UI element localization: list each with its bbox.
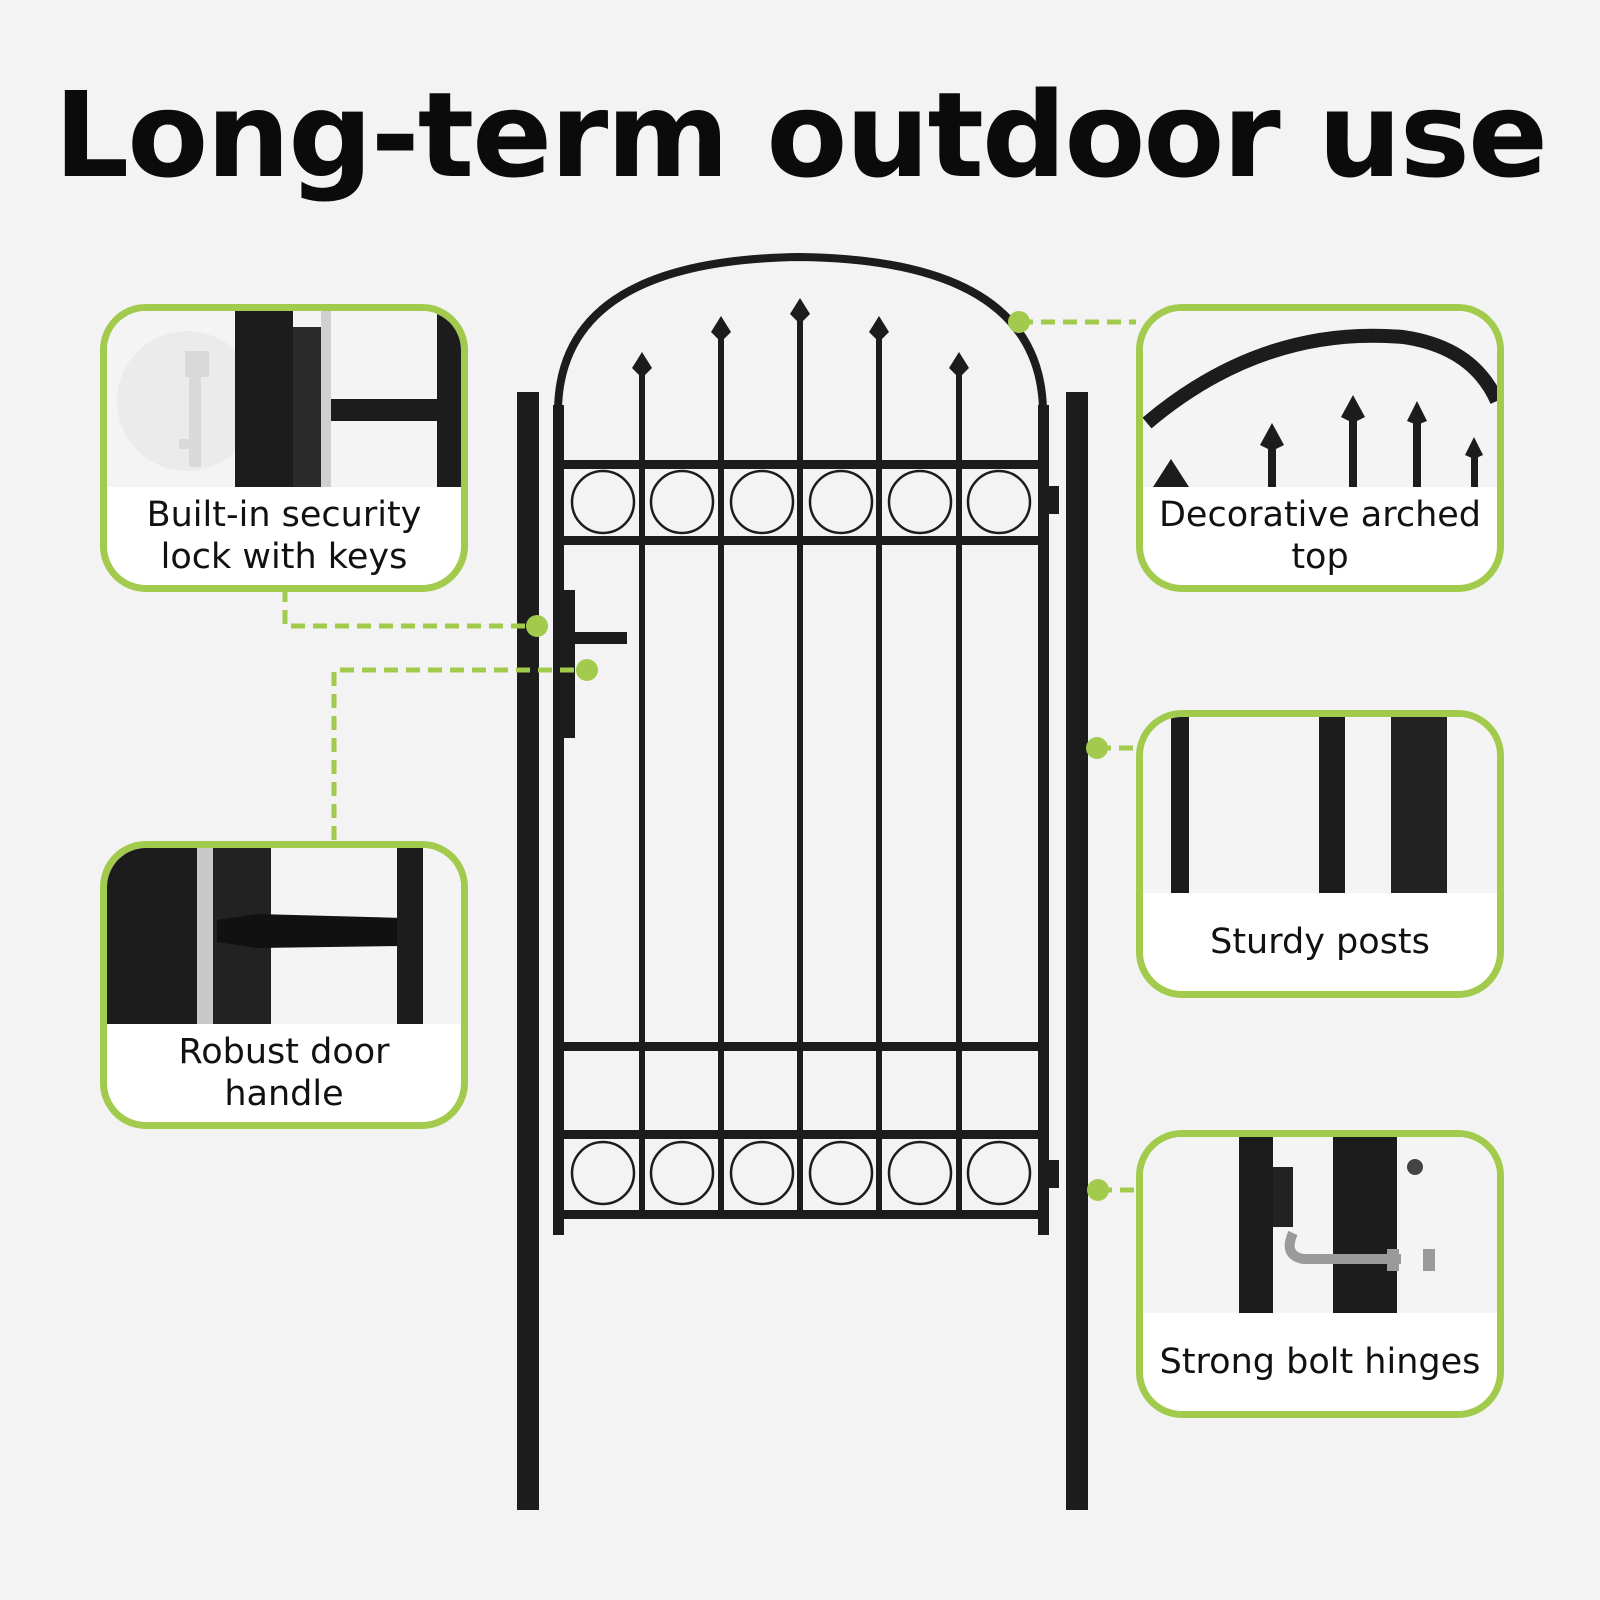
lock-caption: Built-in security lock with keys xyxy=(146,495,422,577)
callout-card-arched-top: Decorative arched top xyxy=(1136,304,1504,592)
handle-caption: Robust door handle xyxy=(178,1032,390,1114)
callout-card-handle: Robust door handle xyxy=(100,841,468,1129)
right-post xyxy=(1066,392,1088,1510)
callout-card-lock: Built-in security lock with keys xyxy=(100,304,468,592)
gate-handle xyxy=(575,632,627,644)
hinges-caption: Strong bolt hinges xyxy=(1159,1342,1481,1382)
lock-closeup-image xyxy=(107,311,461,487)
posts-caption: Sturdy posts xyxy=(1210,922,1430,962)
lock-box xyxy=(553,590,575,738)
callout-card-posts: Sturdy posts xyxy=(1136,710,1504,998)
arched-top-closeup-image xyxy=(1143,311,1497,487)
left-post xyxy=(517,392,539,1510)
callout-card-hinges: Strong bolt hinges xyxy=(1136,1130,1504,1418)
handle-closeup-image xyxy=(107,848,461,1024)
page-title: Long-term outdoor use xyxy=(54,66,1548,204)
hinges-closeup-image xyxy=(1143,1137,1497,1313)
arched-top-caption: Decorative arched top xyxy=(1158,495,1482,577)
posts-closeup-image xyxy=(1143,717,1497,893)
